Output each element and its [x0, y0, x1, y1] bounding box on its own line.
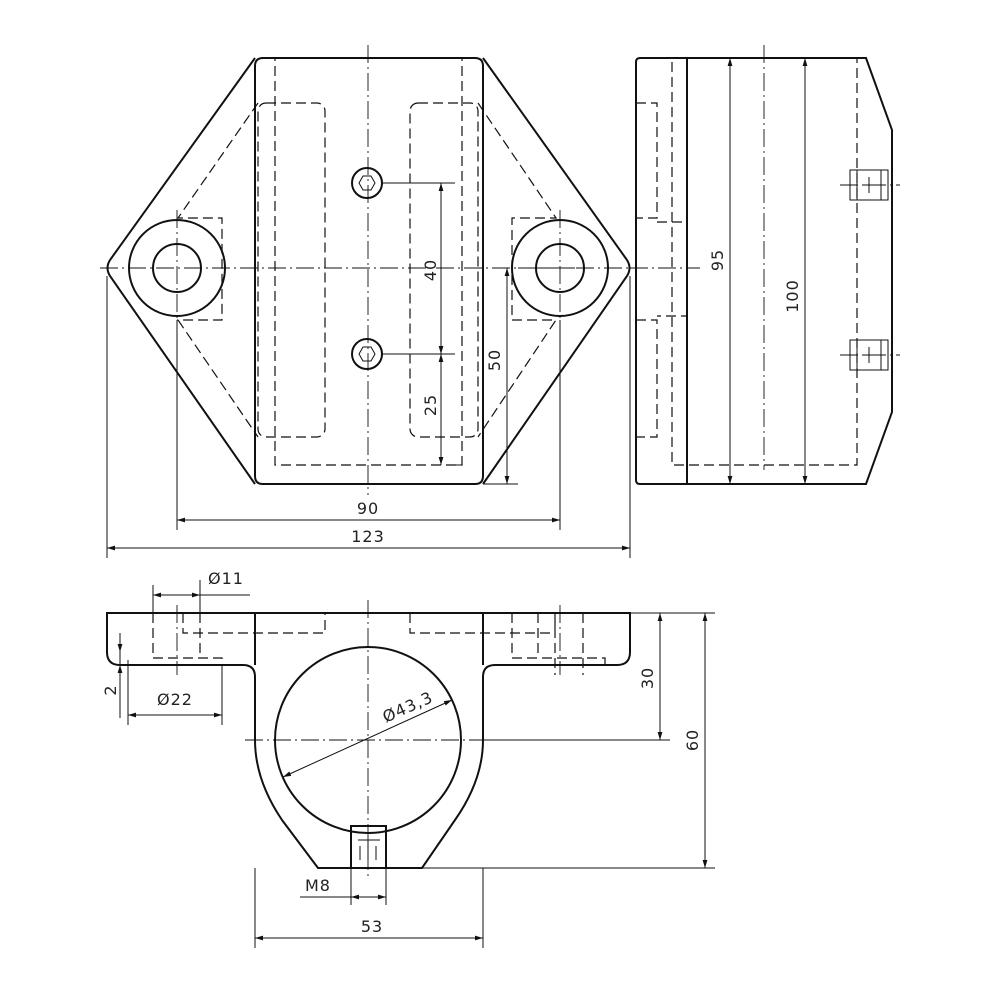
dim-60-label: 60	[683, 729, 702, 751]
dim-d11-label: Ø11	[208, 569, 244, 588]
dim-40-label: 40	[421, 259, 440, 281]
dim-d22-label: Ø22	[157, 690, 193, 709]
top-view: 40 25 50 90 123	[100, 45, 640, 558]
dim-53-label: 53	[361, 917, 383, 936]
dim-m8-label: M8	[305, 876, 331, 895]
dim-95-label: 95	[708, 249, 727, 271]
side-view: 95 100	[630, 45, 900, 485]
dim-100-label: 100	[783, 279, 802, 313]
dim-123-label: 123	[351, 527, 385, 546]
dim-90-label: 90	[357, 499, 379, 518]
dim-2-label: 2	[101, 684, 120, 695]
front-view: Ø11 Ø22 2 Ø43,3 30 60 M8 53	[101, 569, 715, 948]
hex-screw-icon	[351, 167, 383, 199]
dim-25-label: 25	[421, 394, 440, 416]
hex-screw-icon	[351, 338, 383, 370]
dim-30-label: 30	[638, 667, 657, 689]
dim-50-label: 50	[485, 349, 504, 371]
